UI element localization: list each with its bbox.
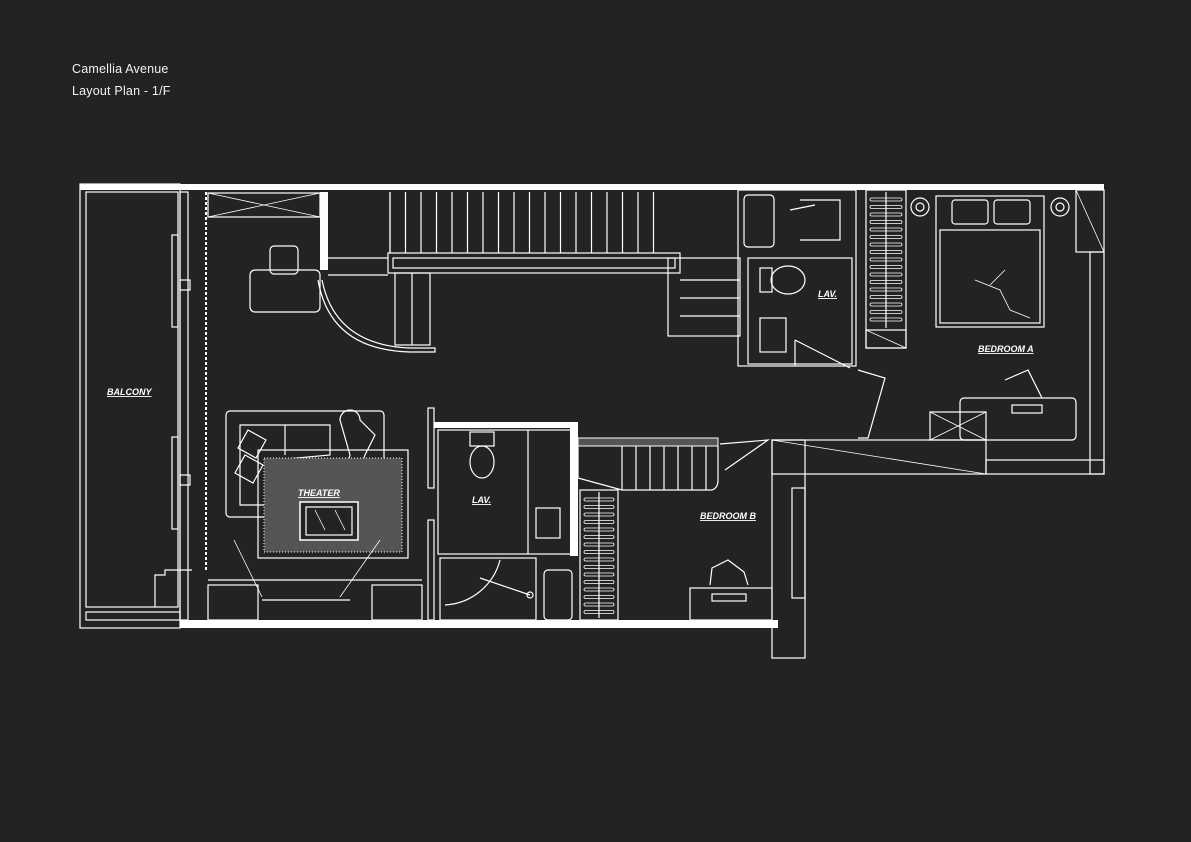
bedroom-b-stair: [577, 437, 771, 491]
hanger: [869, 227, 903, 232]
hanger: [583, 512, 615, 517]
hanger: [869, 302, 903, 307]
plan-subtitle: Layout Plan - 1/F: [72, 84, 171, 98]
hanger: [583, 535, 615, 539]
hanger: [583, 565, 615, 569]
hanger: [583, 587, 615, 592]
main-staircase: [389, 192, 655, 253]
hanger: [869, 317, 903, 322]
bedroom-a-desk: [929, 369, 1077, 441]
hanger: [869, 220, 903, 224]
desk-chair: [249, 245, 321, 313]
void-box: [207, 192, 328, 270]
hanger: [869, 280, 903, 284]
stair-landing: [317, 252, 741, 353]
hanger: [583, 505, 615, 509]
label-lav-lower: LAV.: [472, 495, 491, 505]
label-balcony: BALCONY: [107, 387, 152, 397]
hanger: [583, 602, 615, 607]
label-theater: THEATER: [298, 488, 340, 498]
hanger: [583, 610, 615, 614]
hanger: [869, 235, 903, 239]
hanger: [869, 295, 903, 299]
theater-rug: [233, 449, 409, 601]
bottom-cabinets: [207, 579, 423, 621]
bedroom-b-desk: [689, 487, 806, 621]
hanger: [869, 250, 903, 254]
hanger: [583, 572, 615, 577]
hanger: [583, 557, 615, 562]
label-bedroom-a: BEDROOM A: [978, 344, 1034, 354]
wardrobe-b: [579, 489, 619, 621]
upper-lavatory: [737, 189, 886, 439]
hanger: [869, 272, 903, 277]
hanger: [583, 527, 615, 532]
hanger: [869, 287, 903, 292]
outer-walls: [79, 183, 1105, 659]
hanger: [869, 212, 903, 217]
hanger: [869, 257, 903, 262]
hanger: [583, 520, 615, 524]
hanger: [869, 205, 903, 209]
label-bedroom-b: BEDROOM B: [700, 511, 757, 521]
bedroom-a-bed: [910, 195, 1070, 328]
stair-b-treads: [621, 446, 707, 490]
project-title: Camellia Avenue: [72, 62, 169, 76]
hanger: [583, 580, 615, 584]
hanger: [583, 550, 615, 554]
balcony-windows: [154, 191, 192, 621]
lower-lavatory: [427, 407, 578, 621]
hanger: [869, 265, 903, 269]
wardrobe-a: [865, 189, 907, 349]
hanger: [869, 197, 903, 202]
hanger: [583, 542, 615, 547]
hanger: [869, 310, 903, 314]
label-lav-upper: LAV.: [818, 289, 837, 299]
hanger: [583, 595, 615, 599]
hanger: [869, 242, 903, 247]
hanger: [583, 497, 615, 502]
